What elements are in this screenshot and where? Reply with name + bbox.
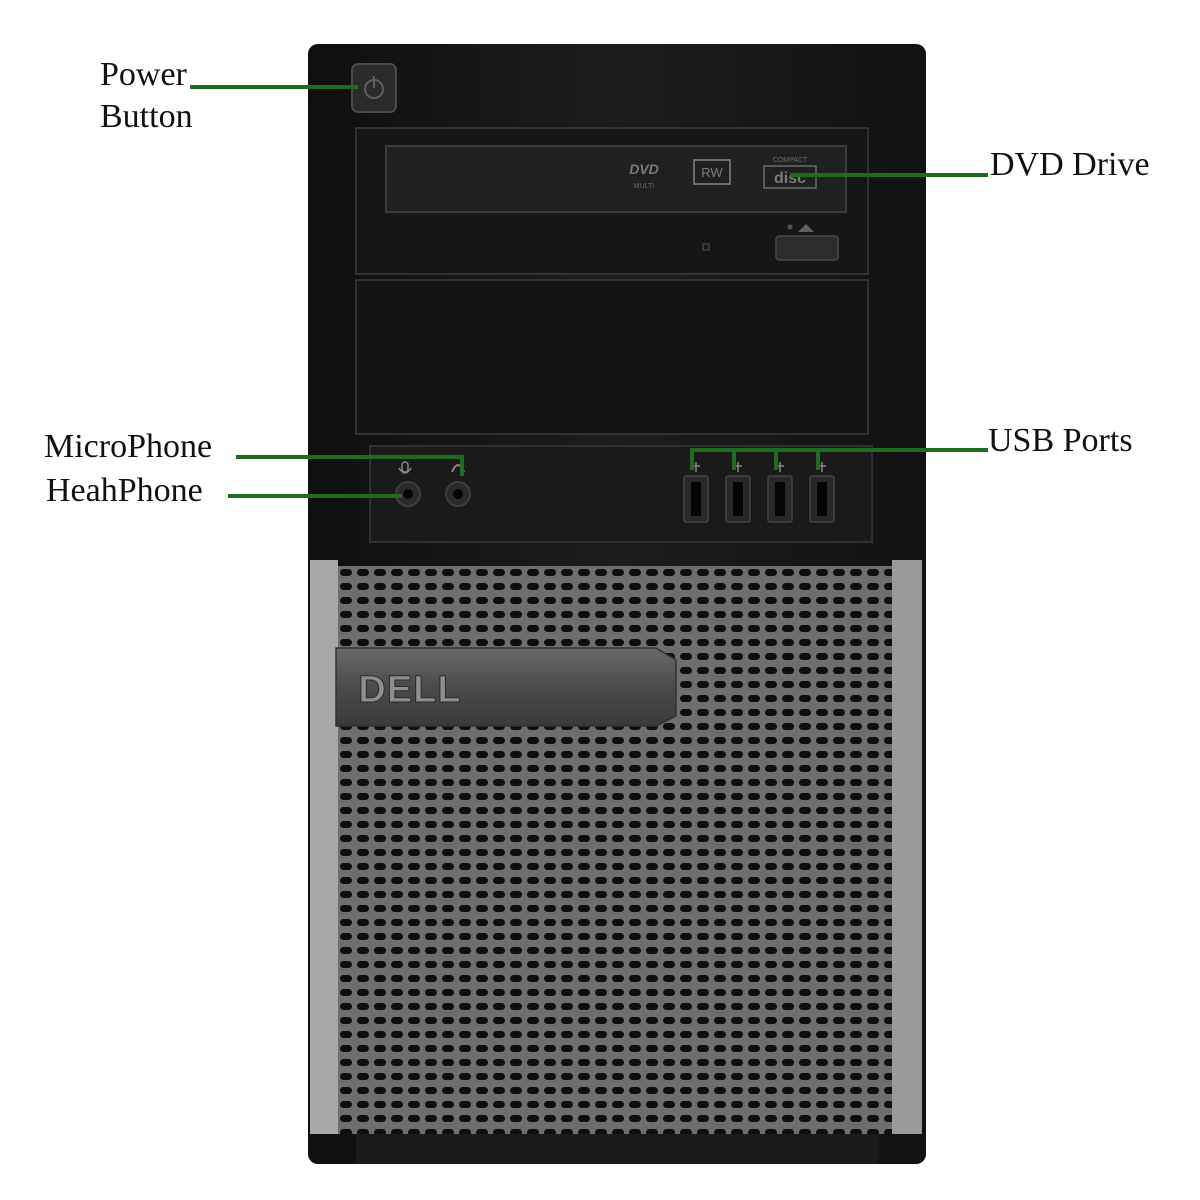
drive-led xyxy=(702,243,710,251)
usb-port-4[interactable] xyxy=(809,475,835,523)
dell-logo: DELL xyxy=(358,669,461,711)
dvd-drive-label: DVD Drive xyxy=(990,146,1150,183)
microphone-jack[interactable] xyxy=(395,481,421,507)
empty-drive-bay xyxy=(355,279,869,435)
disc-mark: disc xyxy=(774,170,806,187)
microphone-pointer xyxy=(236,455,464,476)
pc-tower: DVD MULTI RW COMPACT disc xyxy=(308,44,926,1164)
usb-pointer xyxy=(690,448,988,470)
pointer-lines xyxy=(190,85,988,498)
case-side-trim xyxy=(310,560,338,1134)
usb-port-1[interactable] xyxy=(683,475,709,523)
case-side-trim-right xyxy=(892,560,922,1134)
eject-icon xyxy=(798,224,814,232)
eject-button[interactable] xyxy=(775,235,839,261)
usb-port-3[interactable] xyxy=(767,475,793,523)
headphone-jack[interactable] xyxy=(445,481,471,507)
usb-port-2[interactable] xyxy=(725,475,751,523)
rw-badge xyxy=(693,159,731,185)
usb-ports-label: USB Ports xyxy=(988,422,1133,459)
case-base xyxy=(356,1134,878,1164)
compact-mark: COMPACT xyxy=(773,157,808,164)
headphone-label: HeahPhone xyxy=(46,472,203,509)
dvd-multi-mark: MULTI xyxy=(634,183,655,190)
dvd-drive: DVD MULTI RW COMPACT disc xyxy=(355,127,869,275)
drive-indicator-dot xyxy=(787,224,793,230)
rw-mark: RW xyxy=(701,165,723,180)
microphone-label: MicroPhone xyxy=(44,428,213,465)
dvd-tray[interactable] xyxy=(385,145,847,213)
power-button-label-line-1: Power xyxy=(100,56,187,93)
power-button-label: Power Button xyxy=(100,54,193,138)
dvd-logo: DVD xyxy=(629,161,659,177)
dell-badge: DELL xyxy=(335,647,677,727)
power-button-label-line-2: Button xyxy=(100,98,193,135)
microphone-icon xyxy=(398,461,412,474)
power-icon xyxy=(364,76,384,99)
usb-ports xyxy=(683,462,835,523)
